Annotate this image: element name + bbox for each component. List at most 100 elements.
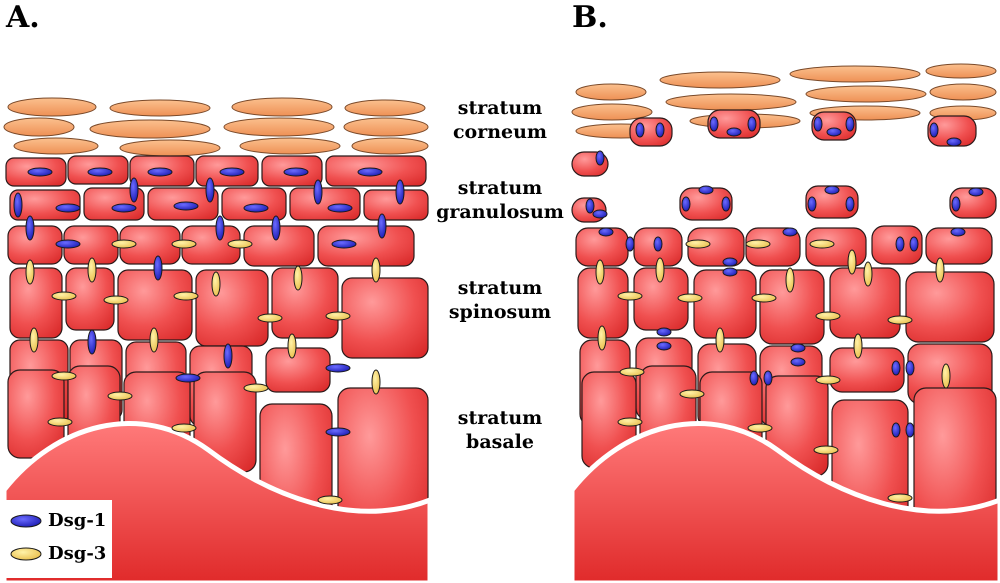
dsg1-split-marker <box>826 127 842 137</box>
dsg1-split-marker <box>656 327 672 337</box>
dsg1-marker <box>271 215 281 241</box>
corneocyte <box>789 65 921 83</box>
dsg3-marker <box>595 259 605 285</box>
dsg3-marker <box>685 239 711 249</box>
dsg1-marker <box>283 167 309 177</box>
keratinocyte-cell <box>687 227 745 267</box>
corneocyte <box>805 85 927 103</box>
dsg1-split-marker <box>790 343 806 353</box>
dsg3-marker <box>111 239 137 249</box>
dsg3-marker <box>51 371 77 381</box>
corneocyte <box>223 117 335 137</box>
label-stratum-spinosum: stratum spinosum <box>430 276 570 324</box>
dsg1-marker <box>147 167 173 177</box>
dsg1-marker <box>243 203 269 213</box>
dsg1-split-marker <box>749 370 759 386</box>
dsg1-split-marker <box>653 236 663 252</box>
label-line: corneum <box>452 121 548 143</box>
keratinocyte-cell <box>317 225 415 267</box>
legend-box <box>4 500 112 578</box>
dsg1-marker <box>395 179 405 205</box>
corneocyte <box>343 117 429 137</box>
dsg3-marker <box>597 325 607 351</box>
dsg3-marker <box>107 391 133 401</box>
dsg1-split-marker <box>782 227 798 237</box>
dsg1-split-marker <box>905 422 915 438</box>
keratinocyte-cell <box>905 271 995 343</box>
corneocyte <box>351 137 429 155</box>
corneocyte <box>231 97 333 117</box>
corneocyte <box>13 137 99 155</box>
dsg3-marker <box>211 271 221 297</box>
dsg1-split-marker <box>595 150 605 166</box>
corneocyte <box>929 83 997 101</box>
keratinocyte-cell <box>7 225 63 265</box>
dsg3-marker <box>103 295 129 305</box>
dsg1-split-marker <box>625 236 635 252</box>
dermis <box>569 421 1000 583</box>
dsg1-split-marker <box>951 196 961 212</box>
dsg3-marker <box>941 363 951 389</box>
dsg1-split-marker <box>950 227 966 237</box>
corneocyte <box>665 93 797 111</box>
label-line: stratum <box>457 177 543 199</box>
dsg3-marker <box>809 239 835 249</box>
dsg3-marker <box>325 311 351 321</box>
dsg1-marker <box>325 363 351 373</box>
legend <box>4 500 112 578</box>
dsg1-marker <box>331 239 357 249</box>
dsg1-split-marker <box>807 196 817 212</box>
dsg3-marker <box>847 249 857 275</box>
corneocyte <box>7 97 97 117</box>
dsg1-marker <box>111 203 137 213</box>
dsg1-marker <box>27 167 53 177</box>
dsg1-split-marker <box>895 236 905 252</box>
dsg3-marker <box>293 265 303 291</box>
legend-dsg3-swatch <box>10 547 42 561</box>
label-stratum-basale: stratum basale <box>430 406 570 454</box>
label-line: stratum <box>457 97 543 119</box>
dsg1-marker <box>25 215 35 241</box>
dsg3-marker <box>87 257 97 283</box>
dsg3-marker <box>619 367 645 377</box>
keratinocyte-cell <box>195 269 269 347</box>
corneocyte <box>571 103 653 121</box>
dsg1-split-marker <box>635 122 645 138</box>
dsg1-split-marker <box>698 185 714 195</box>
dsg1-split-marker <box>845 116 855 132</box>
dsg1-split-marker <box>891 422 901 438</box>
dsg3-marker <box>677 293 703 303</box>
dsg1-split-marker <box>813 116 823 132</box>
dsg1-split-marker <box>929 122 939 138</box>
dsg1-marker <box>173 201 199 211</box>
keratinocyte-cell <box>745 227 801 267</box>
corneocyte <box>344 99 426 117</box>
dsg3-marker <box>935 257 945 283</box>
dsg3-marker <box>715 327 725 353</box>
dsg1-marker <box>129 177 139 203</box>
dsg1-split-marker <box>909 236 919 252</box>
dsg1-marker <box>219 167 245 177</box>
dsg3-marker <box>863 261 873 287</box>
dsg1-split-marker <box>726 127 742 137</box>
dsg3-marker <box>679 389 705 399</box>
corneocyte <box>925 63 997 79</box>
dsg3-marker <box>751 293 777 303</box>
dsg1-split-marker <box>905 360 915 376</box>
dsg3-marker <box>813 445 839 455</box>
dsg3-marker <box>317 495 343 505</box>
dsg1-marker <box>313 179 323 205</box>
keratinocyte-cell <box>9 267 63 339</box>
corneocyte <box>109 99 211 117</box>
dsg3-marker <box>815 311 841 321</box>
dsg1-split-marker <box>968 187 984 197</box>
dsg1-split-marker <box>722 257 738 267</box>
dsg1-marker <box>215 215 225 241</box>
label-line: granulosum <box>436 201 564 223</box>
dsg3-marker <box>747 423 773 433</box>
dsg3-marker <box>287 333 297 359</box>
dsg1-split-marker <box>824 185 840 195</box>
label-stratum-granulosum: stratum granulosum <box>430 176 570 224</box>
dsg3-marker <box>29 327 39 353</box>
dsg1-split-marker <box>747 116 757 132</box>
